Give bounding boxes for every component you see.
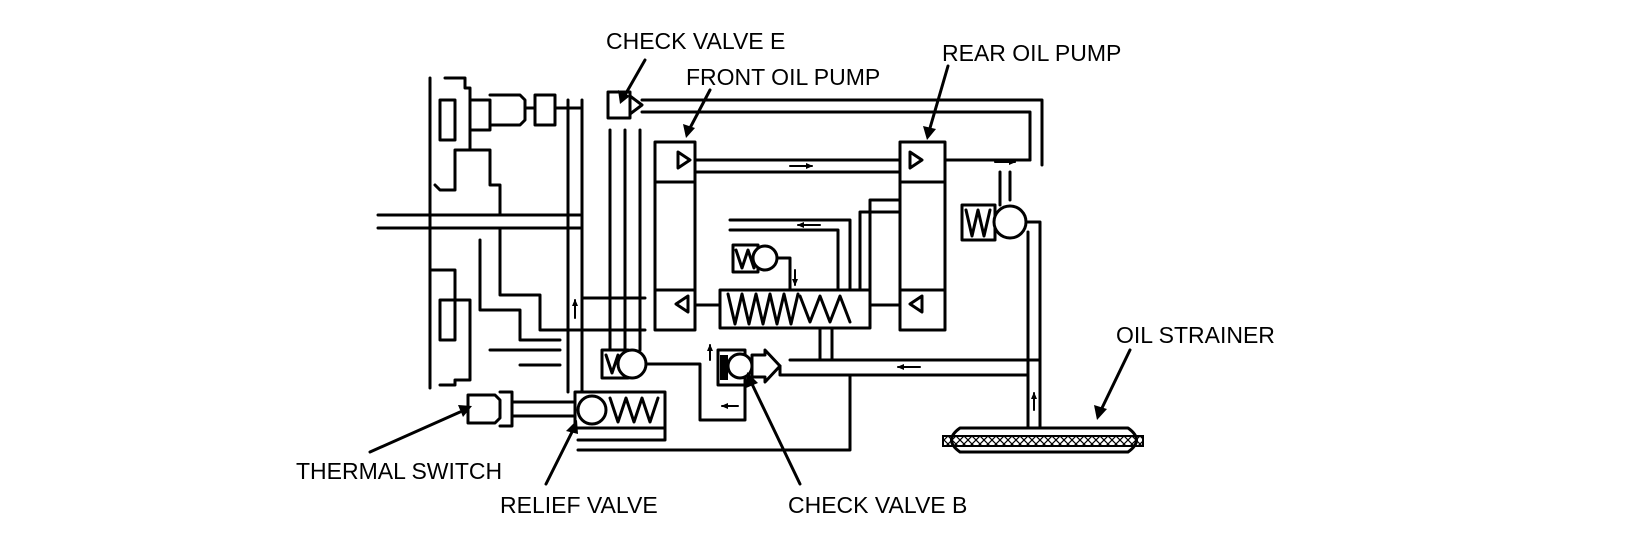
regulator-valve xyxy=(693,198,902,330)
rear-check-valve xyxy=(960,203,1042,382)
front-oil-pump xyxy=(653,140,912,332)
rear-oil-pump xyxy=(898,140,1032,332)
feed-lines xyxy=(566,98,647,394)
transmission-housing xyxy=(376,76,582,390)
relief-valve-label: RELIEF VALVE xyxy=(500,492,658,518)
oil-strainer xyxy=(942,378,1144,454)
rear-oil-pump-label: REAR OIL PUMP xyxy=(942,40,1122,66)
check-valve-b-label: CHECK VALVE B xyxy=(788,492,968,518)
thermal-switch xyxy=(466,390,577,428)
check-valve-b xyxy=(707,326,1042,409)
front-oil-pump-label: FRONT OIL PUMP xyxy=(686,64,881,90)
thermal-switch-label: THERMAL SWITCH xyxy=(296,458,503,484)
check-valve-e-label: CHECK VALVE E xyxy=(606,28,786,54)
upper-check-valve xyxy=(731,243,798,292)
relief-valve xyxy=(573,390,667,442)
lower-check-valve xyxy=(600,348,747,422)
check-valve-e xyxy=(606,90,1044,167)
oil-strainer-label: OIL STRAINER xyxy=(1116,322,1275,348)
return-line xyxy=(576,128,852,452)
leader-lines xyxy=(368,58,1132,486)
